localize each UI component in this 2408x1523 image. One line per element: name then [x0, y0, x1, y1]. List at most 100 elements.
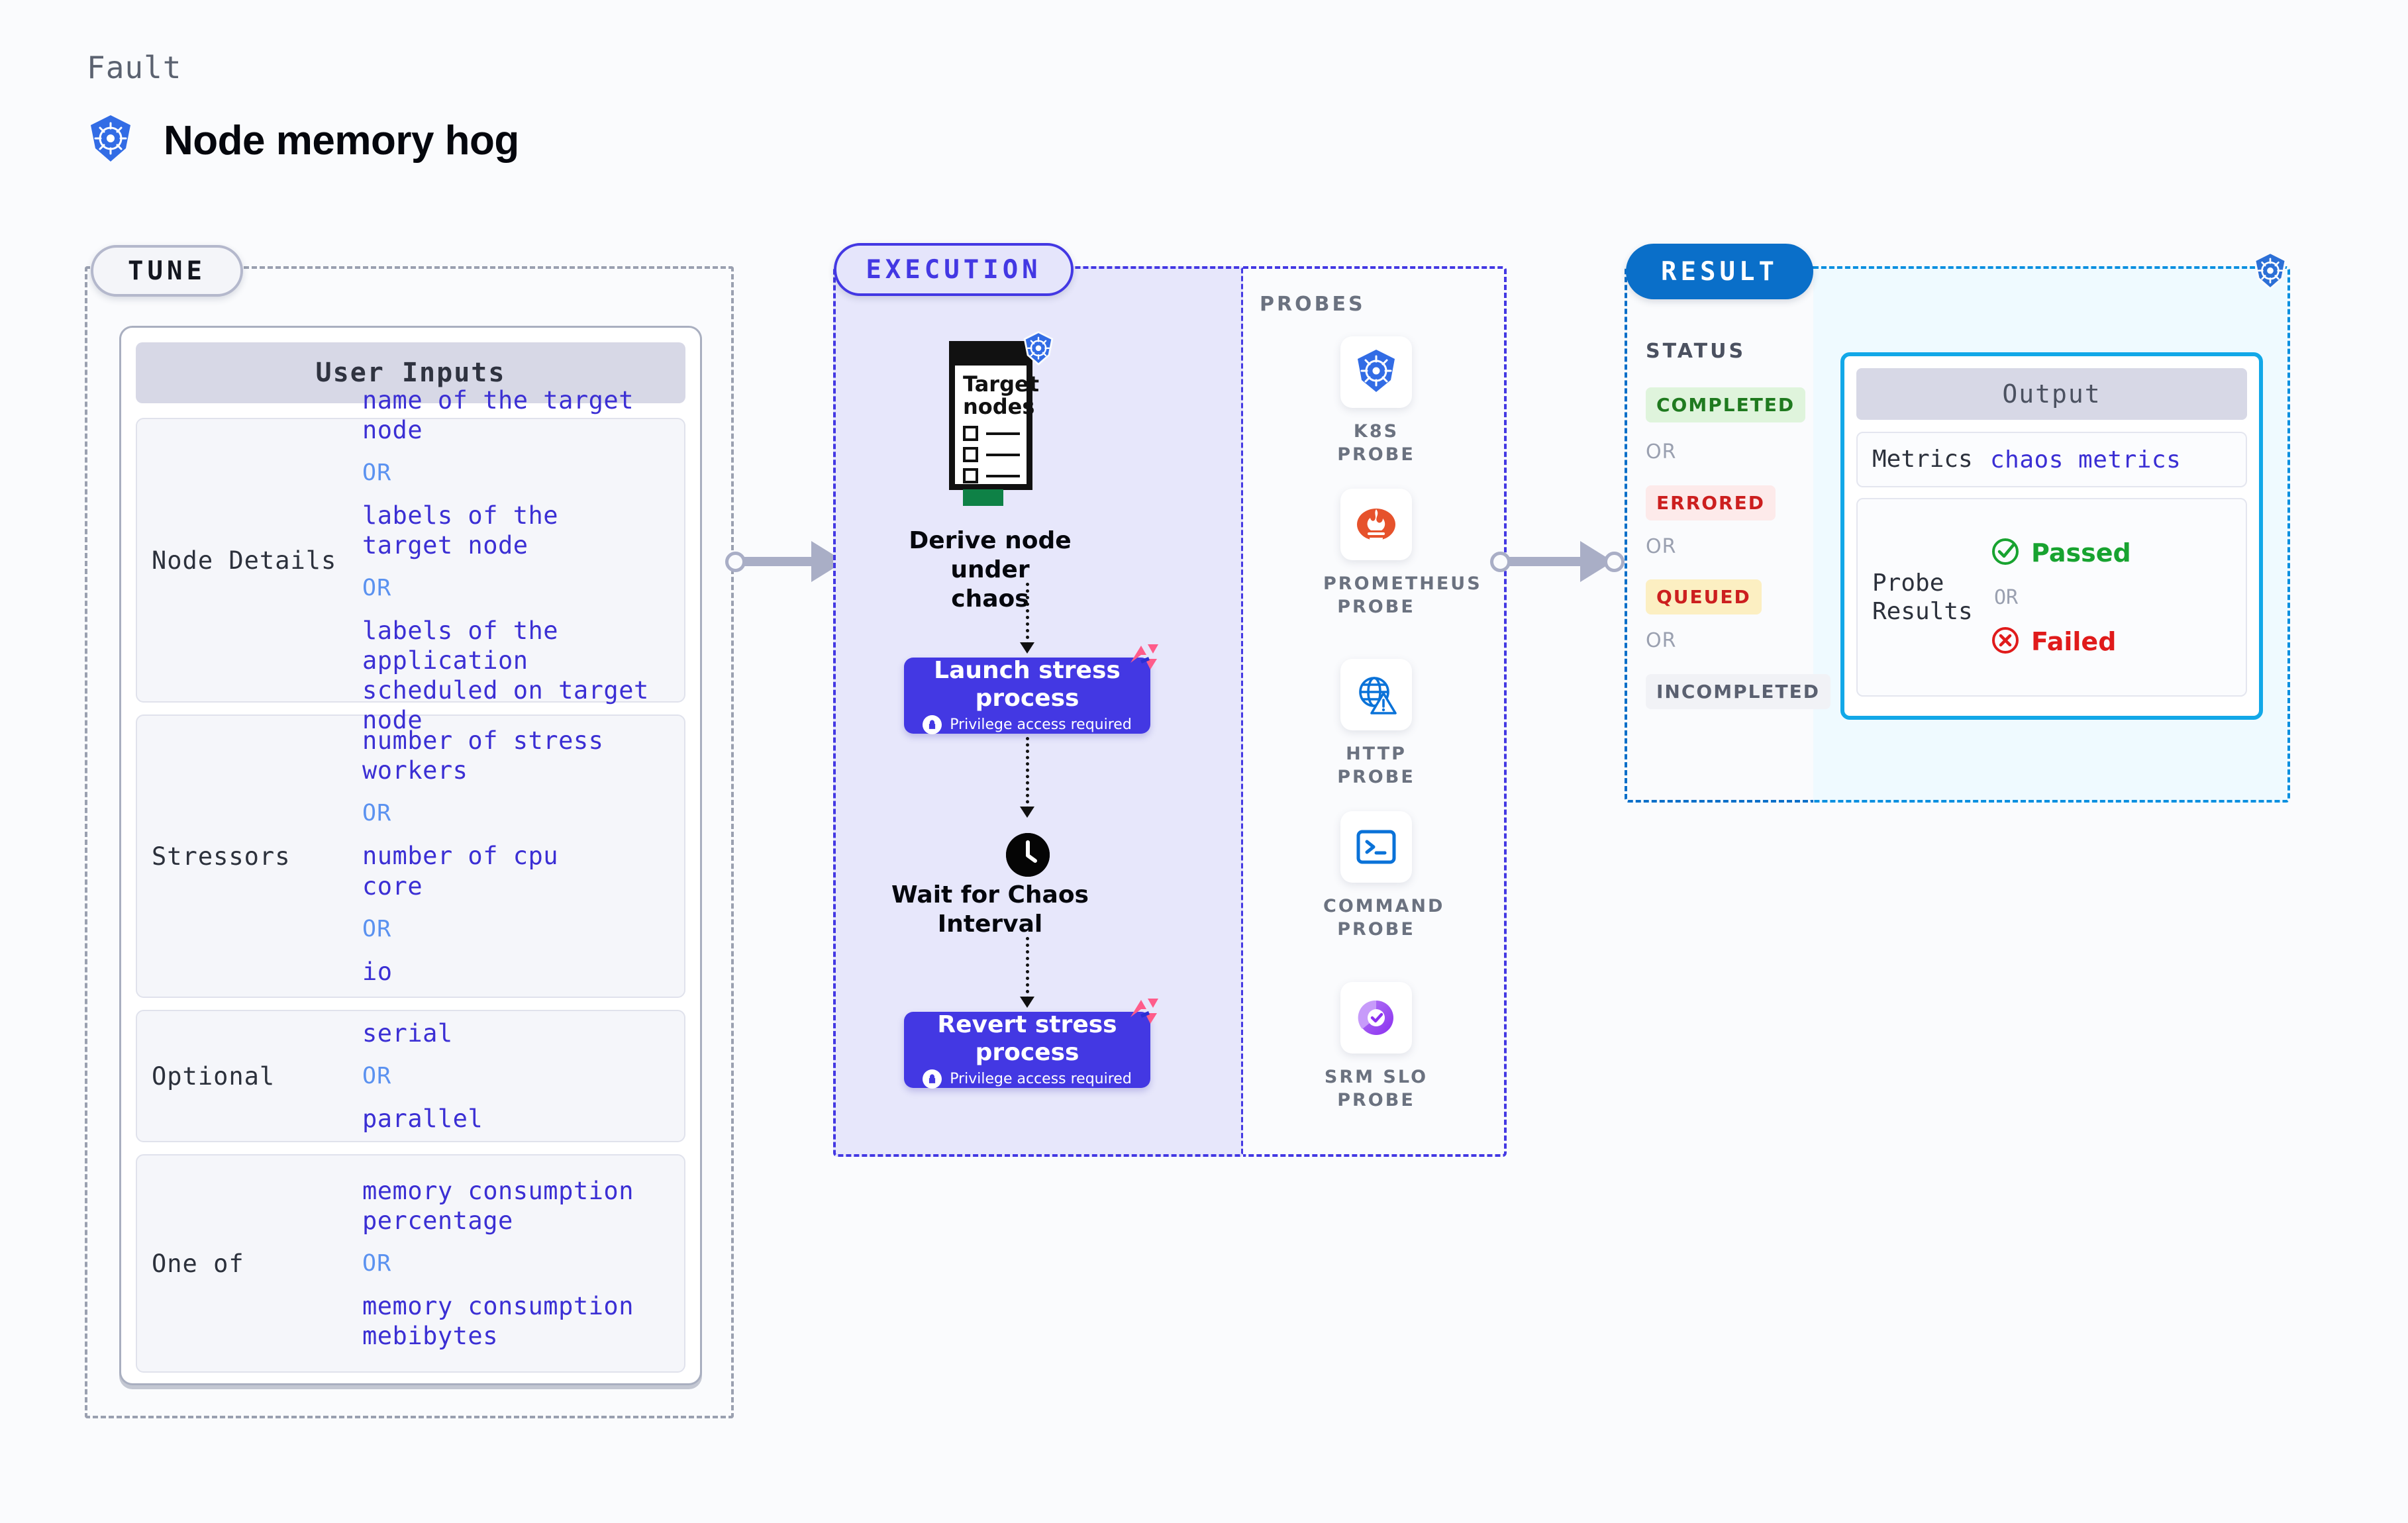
checkbox-list: [963, 426, 1020, 484]
or-separator: OR: [1994, 585, 2019, 609]
execution-pill[interactable]: EXECUTION: [834, 243, 1074, 296]
value: parallel: [362, 1105, 483, 1133]
probe-result-passed: Passed: [1990, 536, 2246, 570]
row-label: Optional: [152, 1061, 276, 1091]
value: memory consumption mebibytes: [362, 1292, 634, 1351]
step-label-wait: Wait for Chaos Interval: [891, 881, 1089, 938]
close-circle-icon: [1990, 625, 2021, 659]
flow-arrow-line: [1026, 583, 1029, 646]
probe-passed-label: Passed: [2031, 538, 2131, 567]
or-separator: OR: [1646, 440, 1677, 464]
kubernetes-icon: [2252, 251, 2289, 294]
tune-pill[interactable]: TUNE: [91, 245, 243, 297]
row-values: serial OR parallel: [362, 1018, 684, 1134]
probe-label: SRM SLO PROBE: [1324, 1067, 1429, 1111]
prometheus-icon: [1340, 489, 1412, 560]
step-label-derive: Derive node under chaos: [909, 527, 1072, 613]
output-row-probe-results[interactable]: Probe Results Passed OR: [1856, 498, 2247, 697]
fault-kicker: Fault: [87, 50, 182, 85]
row-label: Node Details: [152, 546, 337, 575]
row-label: Stressors: [152, 842, 291, 871]
status-badge-incompleted: INCOMPLETED: [1646, 674, 1831, 709]
check-circle-icon: [1990, 536, 2021, 570]
tune-panel: [85, 266, 734, 1418]
privilege-note: Privilege access required: [923, 1069, 1132, 1089]
step-sublabel: Privilege access required: [950, 1070, 1132, 1087]
or-separator: OR: [362, 459, 392, 486]
line-placeholder: [985, 474, 1020, 477]
metrics-label: Metrics: [1872, 446, 1973, 473]
value: io: [362, 957, 393, 986]
status-badge-completed: COMPLETED: [1646, 387, 1806, 422]
probe-label: HTTP PROBE: [1337, 744, 1415, 788]
probe-item-srm-slo[interactable]: SRM SLO PROBE: [1323, 982, 1429, 1112]
probe-item-k8s[interactable]: K8S PROBE: [1323, 336, 1429, 466]
fault-title-row: Node memory hog: [87, 114, 519, 168]
row-values: memory consumption percentage OR memory …: [362, 1176, 684, 1351]
value: memory consumption percentage: [362, 1176, 634, 1235]
probe-item-command[interactable]: COMMAND PROBE: [1323, 811, 1442, 941]
value: labels of the application scheduled on t…: [362, 616, 649, 735]
kubernetes-icon: [1022, 330, 1055, 369]
page-title: Node memory hog: [164, 118, 519, 164]
line-placeholder: [985, 432, 1020, 435]
row-values: number of stress workers OR number of cp…: [362, 726, 684, 987]
metrics-value: chaos metrics: [1990, 446, 2182, 473]
or-separator: OR: [362, 800, 392, 827]
tune-row-optional[interactable]: Optional serial OR parallel: [136, 1010, 685, 1142]
probe-results-label: Probe Results: [1872, 569, 1973, 625]
lock-icon: [923, 714, 942, 734]
privilege-note: Privilege access required: [923, 714, 1132, 734]
status-badge-errored: ERRORED: [1646, 485, 1776, 520]
value: serial: [362, 1018, 453, 1048]
result-pill[interactable]: RESULT: [1626, 244, 1813, 299]
output-row-metrics[interactable]: Metrics chaos metrics: [1856, 432, 2247, 487]
http-globe-warning-icon: [1340, 659, 1412, 730]
checkbox-icon: [963, 447, 978, 463]
row-values: name of the target node OR labels of the…: [362, 385, 684, 736]
probes-title: PROBES: [1260, 293, 1366, 316]
result-panel: [1625, 266, 1813, 803]
value: labels of the target node: [362, 501, 559, 560]
card-body: Target nodes: [955, 366, 1039, 507]
or-separator: OR: [362, 575, 392, 601]
step-launch-stress-process[interactable]: Launch stress process Privilege access r…: [904, 644, 1158, 734]
flow-arrow-head: [1020, 997, 1034, 1008]
checkbox-icon: [963, 468, 978, 484]
tune-row-stressors[interactable]: Stressors number of stress workers OR nu…: [136, 714, 685, 998]
connector-execution-to-result: [1490, 541, 1626, 582]
or-separator: OR: [362, 1250, 392, 1277]
checkbox-icon: [963, 426, 978, 442]
user-inputs-title: User Inputs: [136, 342, 685, 403]
harness-icon: [1128, 643, 1162, 678]
user-inputs-card: User Inputs Node Details name of the tar…: [119, 326, 702, 1385]
value: number of cpu core: [362, 842, 559, 901]
step-title: Revert stress process: [937, 1011, 1117, 1066]
row-label: One of: [152, 1249, 244, 1278]
status-badge-queued: QUEUED: [1646, 579, 1762, 614]
probe-label: PROMETHEUS PROBE: [1323, 573, 1482, 618]
srm-slo-icon: [1340, 982, 1412, 1054]
kubernetes-icon: [87, 114, 134, 168]
tune-row-node-details[interactable]: Node Details name of the target node OR …: [136, 386, 685, 734]
terminal-icon: [1340, 811, 1412, 883]
value: number of stress workers: [362, 726, 604, 785]
probe-item-prometheus[interactable]: PROMETHEUS PROBE: [1323, 489, 1482, 618]
card-titlebar: [955, 347, 1027, 366]
probe-result-failed: Failed: [1990, 625, 2246, 659]
probe-item-http[interactable]: HTTP PROBE: [1323, 659, 1429, 789]
status-title: STATUS: [1646, 340, 1746, 363]
value: name of the target node: [362, 385, 634, 444]
flow-arrow-line: [1026, 937, 1029, 1000]
output-card: Output Metrics chaos metrics Probe Resul…: [1840, 352, 2263, 720]
harness-icon: [1128, 997, 1162, 1032]
flow-arrow-head: [1020, 642, 1034, 654]
target-nodes-card: Target nodes: [949, 341, 1039, 507]
step-revert-stress-process[interactable]: Revert stress process Privilege access r…: [904, 999, 1158, 1089]
flow-arrow-head: [1020, 807, 1034, 818]
tune-row-one-of[interactable]: One of memory consumption percentage OR …: [136, 1154, 685, 1373]
probe-results-values: Passed OR Failed: [1990, 536, 2246, 659]
probe-label: K8S PROBE: [1337, 421, 1415, 466]
output-title: Output: [1856, 368, 2247, 420]
